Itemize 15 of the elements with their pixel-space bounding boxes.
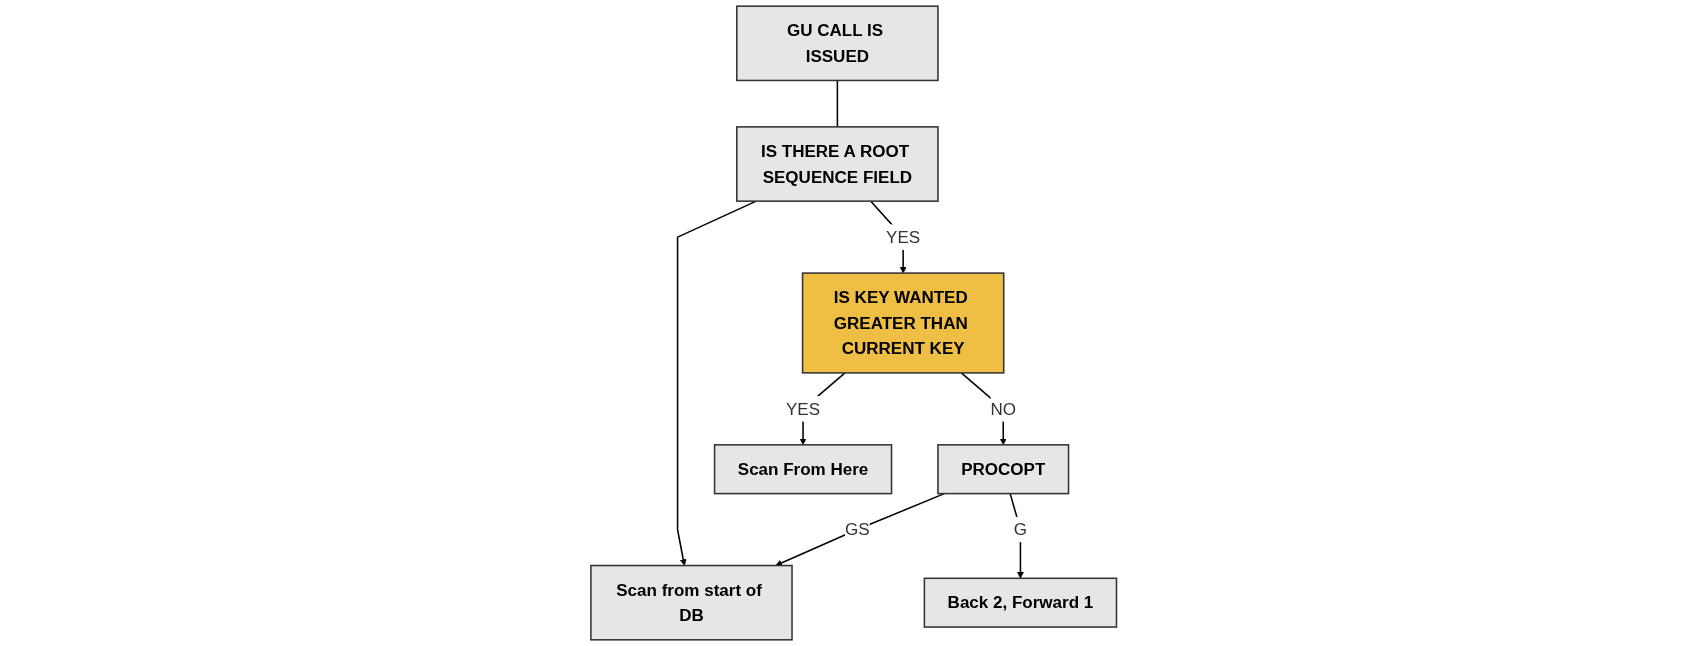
node-box: Back 2, Forward 1 (923, 577, 1118, 628)
edge-label: YES (785, 399, 820, 419)
arrow (775, 492, 945, 567)
node-box: PROCOPT (937, 444, 1070, 495)
node-box: Scan From Here (713, 444, 893, 495)
node-box: GU CALL IS ISSUED (735, 5, 939, 82)
node-box: Scan from start of DB (589, 564, 793, 641)
arrow (676, 200, 757, 566)
edge-label: YES (885, 227, 920, 247)
edge-label: NO (990, 399, 1016, 419)
connector (836, 79, 838, 128)
edge-label: GS (844, 519, 870, 540)
edge-label: G (1013, 519, 1027, 540)
node-box: IS KEY WANTED GREATER THAN CURRENT KEY (801, 272, 1005, 374)
node-box: IS THERE A ROOT SEQUENCE FIELD (735, 126, 939, 202)
